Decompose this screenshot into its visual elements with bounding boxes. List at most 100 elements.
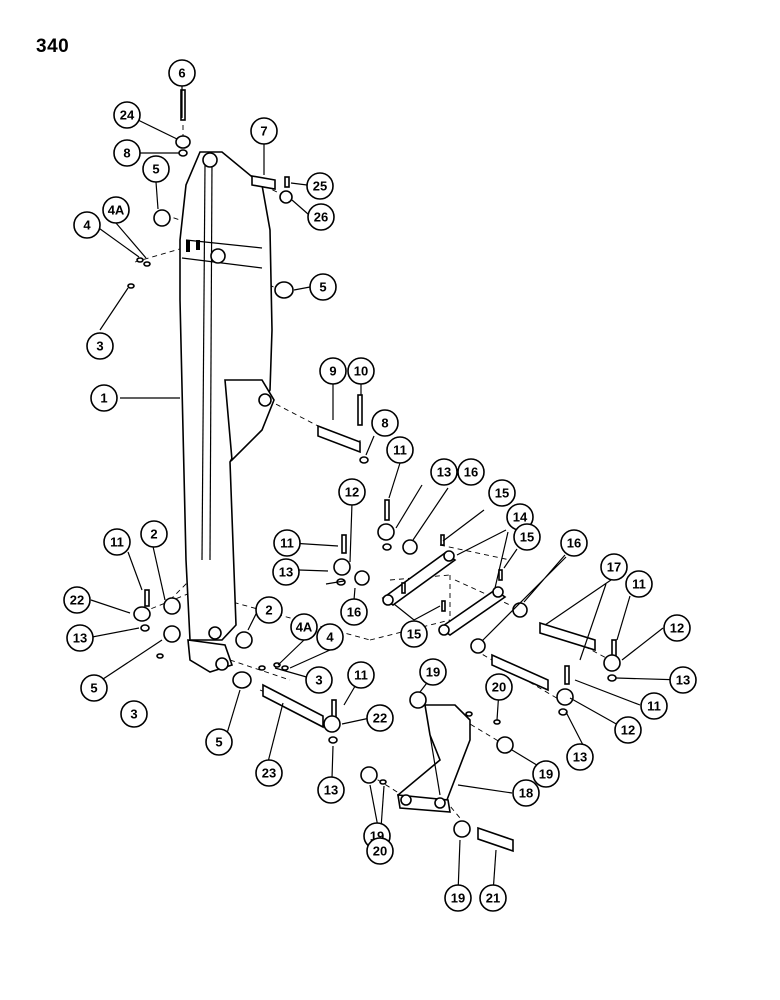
svg-text:22: 22 <box>373 711 387 726</box>
svg-text:19: 19 <box>426 665 440 680</box>
callout-5: 5 <box>80 674 108 702</box>
svg-text:11: 11 <box>647 699 661 714</box>
callout-5: 5 <box>309 273 337 301</box>
svg-text:9: 9 <box>329 364 336 379</box>
svg-text:7: 7 <box>260 124 267 139</box>
callout-15: 15 <box>488 479 516 507</box>
callout-21: 21 <box>479 884 507 912</box>
svg-text:13: 13 <box>279 565 293 580</box>
svg-text:16: 16 <box>347 605 361 620</box>
callout-3: 3 <box>305 666 333 694</box>
svg-text:2: 2 <box>265 603 272 618</box>
callout-11: 11 <box>640 692 668 720</box>
callout-5: 5 <box>205 728 233 756</box>
callout-15: 15 <box>513 523 541 551</box>
callout-12: 12 <box>338 478 366 506</box>
callouts: 6 24 8 7 25 26 5 4 4A 5 3 9 10 1 8 11 13… <box>63 59 697 912</box>
callout-8: 8 <box>113 139 141 167</box>
callout-12: 12 <box>663 614 691 642</box>
callout-7: 7 <box>250 117 278 145</box>
svg-text:5: 5 <box>90 681 97 696</box>
callout-9: 9 <box>319 357 347 385</box>
svg-text:11: 11 <box>354 668 368 683</box>
svg-text:13: 13 <box>437 465 451 480</box>
svg-text:16: 16 <box>464 465 478 480</box>
svg-text:16: 16 <box>567 536 581 551</box>
svg-text:20: 20 <box>373 844 387 859</box>
callout-20: 20 <box>366 837 394 865</box>
svg-text:4: 4 <box>326 630 334 645</box>
callout-4A: 4A <box>290 613 318 641</box>
svg-text:11: 11 <box>280 536 294 551</box>
callout-13: 13 <box>272 558 300 586</box>
callout-10: 10 <box>347 357 375 385</box>
svg-text:20: 20 <box>492 680 506 695</box>
svg-text:22: 22 <box>70 593 84 608</box>
svg-text:24: 24 <box>120 108 135 123</box>
svg-text:10: 10 <box>354 364 368 379</box>
callout-12: 12 <box>614 716 642 744</box>
bushings-and-hardware <box>127 89 621 853</box>
svg-text:12: 12 <box>670 621 684 636</box>
callout-23: 23 <box>255 759 283 787</box>
callout-4A: 4A <box>102 196 130 224</box>
callout-15: 15 <box>400 620 428 648</box>
svg-text:23: 23 <box>262 766 276 781</box>
svg-text:13: 13 <box>573 750 587 765</box>
callout-26: 26 <box>307 203 335 231</box>
callout-22: 22 <box>366 704 394 732</box>
svg-text:5: 5 <box>215 735 222 750</box>
svg-text:11: 11 <box>632 577 646 592</box>
callout-4: 4 <box>73 211 101 239</box>
callout-13: 13 <box>66 624 94 652</box>
callout-19: 19 <box>444 884 472 912</box>
link-bracket <box>397 704 471 813</box>
svg-text:2: 2 <box>150 527 157 542</box>
callout-13: 13 <box>566 743 594 771</box>
callout-25: 25 <box>306 172 334 200</box>
svg-text:17: 17 <box>607 560 621 575</box>
callout-5: 5 <box>142 155 170 183</box>
svg-text:4: 4 <box>83 218 91 233</box>
callout-3: 3 <box>86 332 114 360</box>
svg-text:14: 14 <box>513 510 528 525</box>
callout-1: 1 <box>90 384 118 412</box>
callout-19: 19 <box>419 658 447 686</box>
callout-3: 3 <box>120 700 148 728</box>
callout-11: 11 <box>347 661 375 689</box>
svg-text:15: 15 <box>495 486 509 501</box>
svg-text:13: 13 <box>676 673 690 688</box>
callout-11: 11 <box>103 528 131 556</box>
svg-text:5: 5 <box>319 280 326 295</box>
callout-11: 11 <box>625 570 653 598</box>
callout-4: 4 <box>316 623 344 651</box>
callout-19: 19 <box>532 760 560 788</box>
svg-text:13: 13 <box>324 783 338 798</box>
callout-13: 13 <box>430 458 458 486</box>
svg-text:8: 8 <box>123 146 130 161</box>
callout-6: 6 <box>168 59 196 87</box>
svg-text:13: 13 <box>73 631 87 646</box>
svg-text:26: 26 <box>314 210 328 225</box>
svg-text:4A: 4A <box>296 620 313 635</box>
callout-16: 16 <box>340 598 368 626</box>
callout-24: 24 <box>113 101 141 129</box>
callout-2: 2 <box>255 596 283 624</box>
svg-text:11: 11 <box>393 443 407 458</box>
callout-11: 11 <box>273 529 301 557</box>
svg-text:3: 3 <box>96 339 103 354</box>
page-number: 340 <box>36 36 70 57</box>
svg-text:1: 1 <box>100 391 107 406</box>
svg-text:3: 3 <box>130 707 137 722</box>
svg-text:4A: 4A <box>108 203 125 218</box>
callout-13: 13 <box>317 776 345 804</box>
callout-8: 8 <box>371 409 399 437</box>
callout-2: 2 <box>140 520 168 548</box>
callout-13: 13 <box>669 666 697 694</box>
boom-arm <box>179 151 275 673</box>
svg-text:18: 18 <box>519 786 533 801</box>
svg-text:8: 8 <box>381 416 388 431</box>
svg-text:12: 12 <box>345 485 359 500</box>
svg-text:21: 21 <box>486 891 500 906</box>
